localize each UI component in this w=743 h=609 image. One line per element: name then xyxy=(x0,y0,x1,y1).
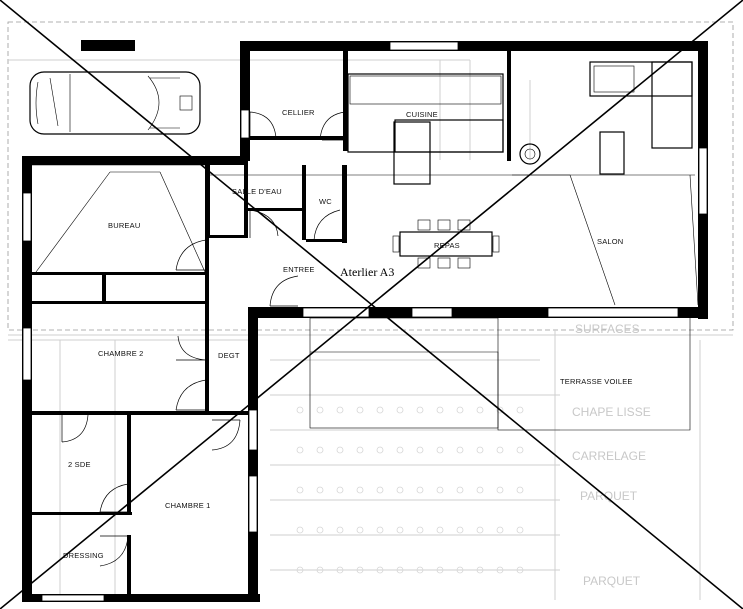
roof-lines xyxy=(32,164,699,306)
terrace-roof xyxy=(310,318,691,431)
ghost-legend-4: PARQUET xyxy=(580,489,638,503)
room-label-dressing: DRESSING xyxy=(63,551,104,560)
room-label-wc: WC xyxy=(319,197,332,206)
car-icon xyxy=(29,71,201,135)
ghost-legend-1: SURFACES xyxy=(575,322,640,336)
room-label-salle-deau: SALLE D'EAU xyxy=(232,187,282,196)
ghost-legend-3: CARRELAGE xyxy=(572,449,646,463)
room-label-2sde: 2 SDE xyxy=(68,460,91,469)
watermark-text: Aterlier A3 xyxy=(340,265,394,279)
ghost-legend-2: CHAPE LISSE xyxy=(572,405,651,419)
room-label-salon: SALON xyxy=(597,237,623,246)
ghost-legend-5: PARQUET xyxy=(583,574,641,588)
room-label-repas: REPAS xyxy=(434,241,460,250)
salon-furniture xyxy=(589,61,693,175)
kitchen-furniture xyxy=(347,73,541,185)
room-label-chambre2: CHAMBRE 2 xyxy=(98,349,144,358)
ghost-dots xyxy=(296,406,524,574)
windows xyxy=(22,41,708,602)
room-label-cellier: CELLIER xyxy=(282,108,315,117)
room-labels: CELLIER CUISINE SALLE D'EAU WC BUREAU RE… xyxy=(63,108,633,560)
dining-table xyxy=(392,219,500,269)
background-ghost-drawing: SURFACES CHAPE LISSE CARRELAGE PARQUET P… xyxy=(7,21,734,600)
room-label-entree: ENTREE xyxy=(283,265,315,274)
scale-bar xyxy=(81,40,135,51)
room-label-bureau: BUREAU xyxy=(108,221,140,230)
doors xyxy=(61,111,346,567)
room-label-terrasse: TERRASSE VOILEE xyxy=(560,377,633,386)
room-label-cuisine: CUISINE xyxy=(406,110,438,119)
room-label-degt: DEGT xyxy=(218,351,240,360)
room-label-chambre1: CHAMBRE 1 xyxy=(165,501,211,510)
